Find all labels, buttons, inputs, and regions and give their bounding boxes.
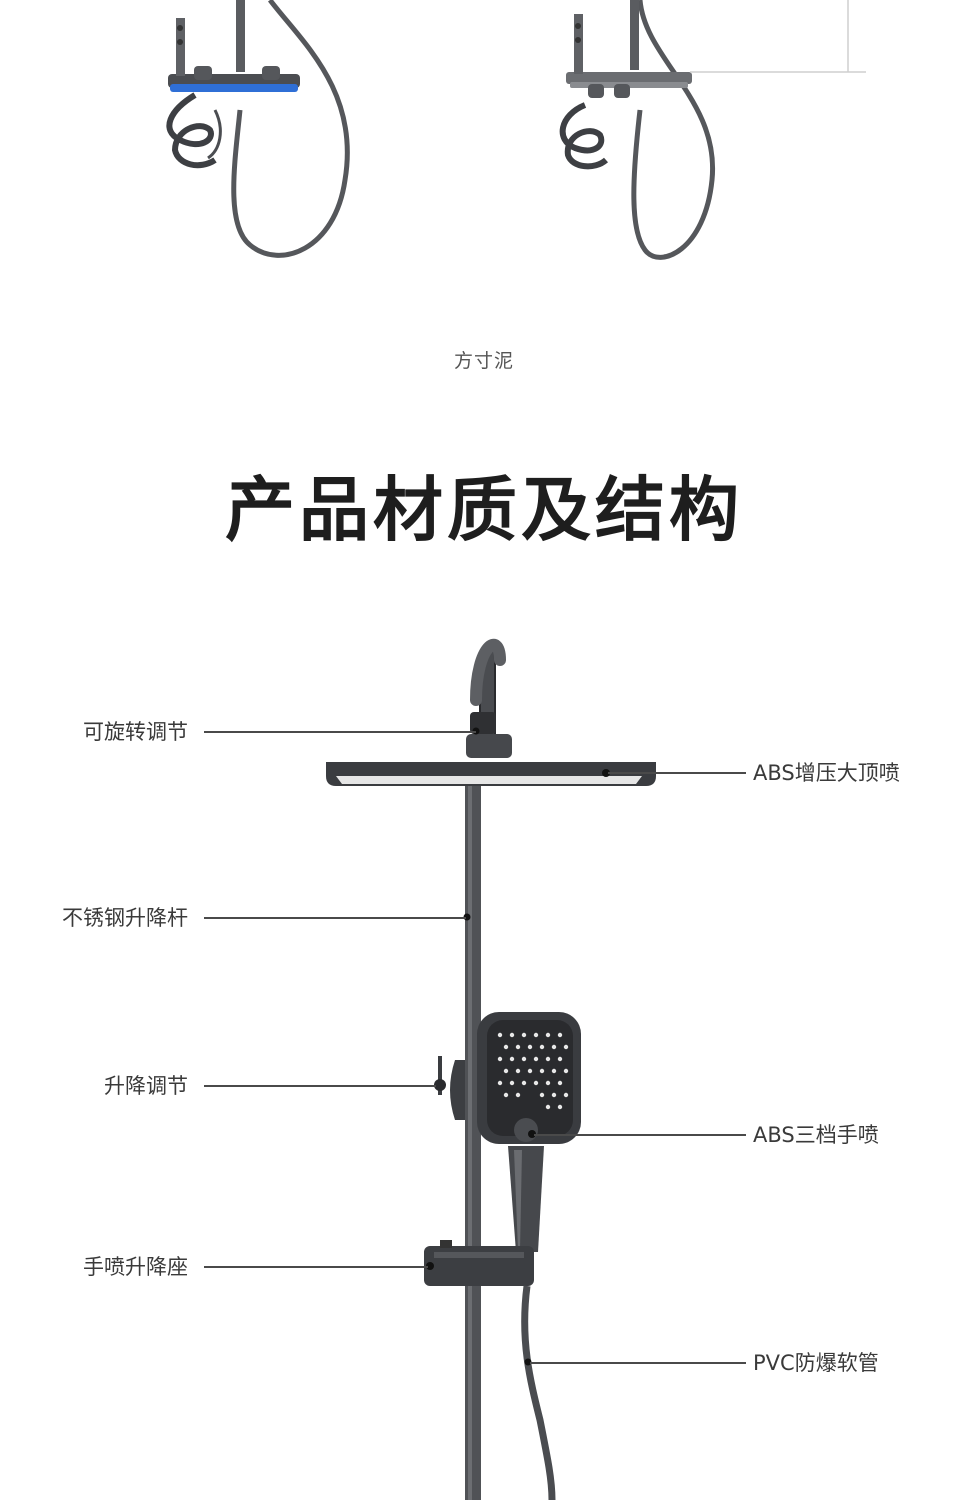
callout-line-hose — [530, 1362, 746, 1364]
brand-caption: 方寸泥 — [453, 350, 514, 372]
label-abs-top-shower: ABS增压大顶喷 — [753, 761, 900, 785]
callout-line-top-shower — [608, 772, 746, 774]
label-stainless-lifting-rod: 不锈钢升降杆 — [62, 906, 188, 930]
label-abs-hand-shower: ABS三档手喷 — [753, 1123, 879, 1147]
label-lift-adjust: 升降调节 — [104, 1074, 188, 1098]
section-title: 产品材质及结构 — [225, 469, 743, 551]
callout-line-holder — [204, 1266, 428, 1268]
label-rotatable-adjust: 可旋转调节 — [83, 720, 188, 744]
callout-line-hand-shower — [534, 1134, 746, 1136]
label-hand-shower-holder: 手喷升降座 — [83, 1255, 188, 1279]
label-pvc-hose: PVC防爆软管 — [753, 1351, 879, 1375]
callout-line-lift-adjust — [204, 1085, 436, 1087]
shower-left-illustration — [166, 0, 350, 258]
callout-line-rotatable — [204, 731, 476, 733]
product-image-blue-variant — [166, 0, 866, 260]
shower-right-illustration — [559, 0, 866, 260]
callout-line-lifting-rod — [204, 917, 466, 919]
product-structure-diagram — [326, 638, 656, 1500]
